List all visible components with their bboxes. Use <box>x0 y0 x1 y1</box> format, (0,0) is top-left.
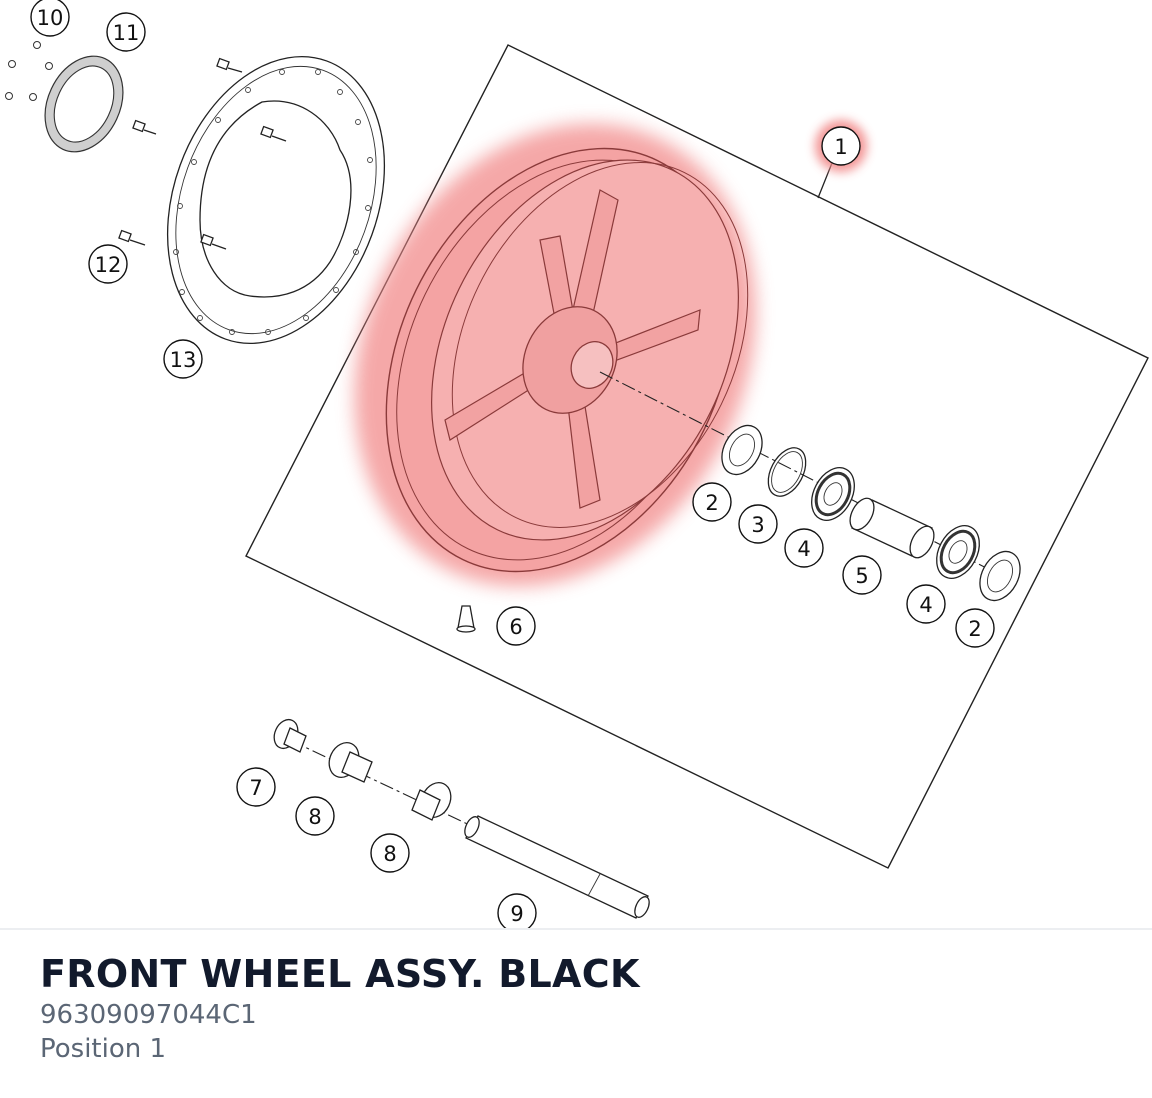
bolt-part-12[interactable] <box>118 57 287 250</box>
callout-8a[interactable]: 8 <box>295 796 335 836</box>
brake-disc-part-13[interactable] <box>130 26 423 374</box>
callout-7[interactable]: 7 <box>236 767 276 807</box>
spacer-part-5[interactable] <box>845 494 939 561</box>
wheel-part-1[interactable] <box>279 56 831 654</box>
callout-9[interactable]: 9 <box>497 893 537 928</box>
callout-6-label: 6 <box>509 615 522 639</box>
tone-ring-part-11[interactable] <box>30 43 138 164</box>
callout-11[interactable]: 11 <box>106 12 146 52</box>
spacer-part-8a[interactable] <box>324 738 373 783</box>
callout-5-label: 5 <box>855 564 868 588</box>
spacer-part-7[interactable] <box>270 716 307 753</box>
callout-8a-label: 8 <box>308 805 321 829</box>
callout-10[interactable]: 10 <box>30 0 70 37</box>
callout-5[interactable]: 5 <box>842 555 882 595</box>
callout-8b-label: 8 <box>383 842 396 866</box>
ring-part-3[interactable] <box>761 442 814 503</box>
callout-4a-label: 4 <box>797 537 810 561</box>
callout-13[interactable]: 13 <box>163 339 203 379</box>
axle-lower-centerline <box>289 739 481 831</box>
assembly-frame <box>245 44 1149 869</box>
callout-1[interactable]: 1 <box>821 126 861 166</box>
callout-10-label: 10 <box>37 6 64 30</box>
callout-2b[interactable]: 2 <box>955 608 995 648</box>
callout-4b[interactable]: 4 <box>906 584 946 624</box>
callout-7-label: 7 <box>249 776 262 800</box>
callout-6[interactable]: 6 <box>496 606 536 646</box>
screw-part-10[interactable] <box>5 41 53 101</box>
callout-2a[interactable]: 2 <box>692 482 732 522</box>
part-position: Position 1 <box>40 1034 167 1064</box>
callout-4a[interactable]: 4 <box>784 528 824 568</box>
callout-1-label: 1 <box>834 135 847 159</box>
callout-4b-label: 4 <box>919 593 932 617</box>
callout-13-label: 13 <box>170 348 197 372</box>
callout-2b-label: 2 <box>968 617 981 641</box>
callout-12-label: 12 <box>95 253 122 277</box>
callout-3[interactable]: 3 <box>738 504 778 544</box>
bearing-part-4b[interactable] <box>928 518 988 585</box>
callout-11-label: 11 <box>113 21 140 45</box>
spacer-part-8b[interactable] <box>411 778 456 822</box>
part-title: FRONT WHEEL ASSY. BLACK <box>40 952 640 996</box>
seal-part-2b[interactable] <box>972 545 1028 608</box>
callout-12[interactable]: 12 <box>88 244 128 284</box>
callout-8b[interactable]: 8 <box>370 833 410 873</box>
part-info-panel: FRONT WHEEL ASSY. BLACK 96309097044C1 Po… <box>0 928 1152 1098</box>
callout-3-label: 3 <box>751 513 764 537</box>
axle-part-9[interactable] <box>462 814 652 919</box>
bearing-part-4a[interactable] <box>803 460 863 527</box>
seal-part-2a[interactable] <box>714 419 770 482</box>
callout-2a-label: 2 <box>705 491 718 515</box>
valve-part-6[interactable] <box>456 605 476 633</box>
callout-9-label: 9 <box>510 902 523 926</box>
part-number: 96309097044C1 <box>40 1000 257 1030</box>
